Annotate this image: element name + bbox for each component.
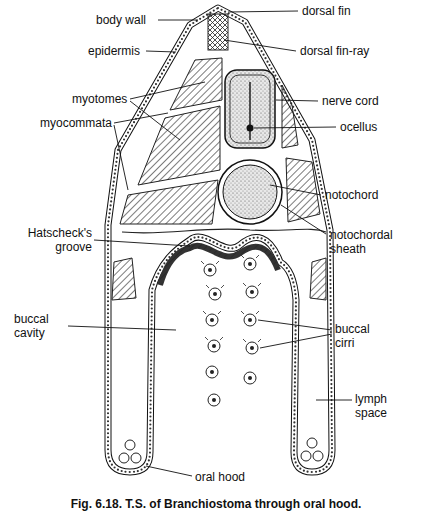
body-outline: [108, 8, 332, 472]
part-label: body wall: [96, 13, 146, 27]
part-label: notochord: [325, 188, 378, 202]
part-label: buccal cirri: [335, 322, 391, 350]
part-label: buccal cavity: [14, 312, 66, 340]
notochord: [223, 165, 277, 219]
leader-lines: [68, 11, 352, 476]
groove-band: [160, 246, 278, 285]
part-label: nerve cord: [322, 94, 379, 108]
groove-hatch: [160, 246, 278, 285]
septum-line: [122, 229, 326, 233]
ocellus-dot: [247, 125, 254, 132]
part-label: Hatscheck's groove: [10, 226, 92, 254]
part-label: oral hood: [195, 470, 245, 484]
fin-ray: [208, 14, 228, 50]
part-label: dorsal fin-ray: [300, 44, 369, 58]
myotome-blocks: [112, 58, 326, 300]
notochord-sheath: [218, 160, 282, 224]
part-label: myotomes: [72, 92, 127, 106]
part-label: myocommata: [40, 116, 112, 130]
part-label: lymph space: [355, 392, 411, 420]
part-label: epidermis: [88, 44, 140, 58]
part-label: notochordal sheath: [330, 228, 406, 256]
hood-rods: [119, 438, 323, 463]
nerve-cord: [225, 70, 275, 148]
cirri-hairs: [201, 255, 261, 342]
figure-caption: Fig. 6.18. T.S. of Branchiostoma through…: [0, 497, 432, 511]
nerve-cord-inner: [230, 75, 270, 143]
part-label: ocellus: [340, 120, 377, 134]
buccal-cirri: [204, 258, 258, 406]
part-label: dorsal fin: [302, 4, 351, 18]
cirri-cores: [208, 262, 254, 402]
